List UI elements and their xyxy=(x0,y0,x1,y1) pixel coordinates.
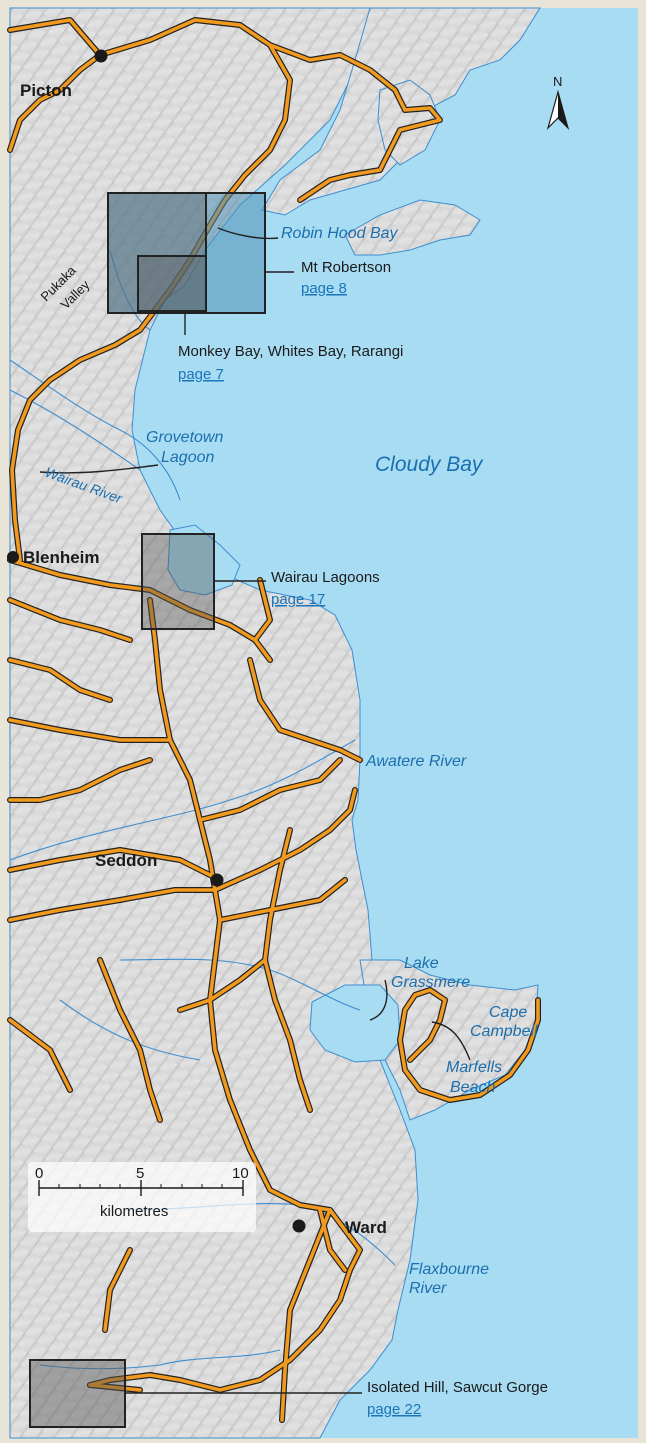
inset-box-mt-robertson[interactable] xyxy=(107,192,266,314)
scale-tick-10: 10 xyxy=(232,1165,249,1182)
inset-box-wairau-lagoons[interactable] xyxy=(141,533,215,630)
roads-inner xyxy=(8,18,540,1422)
label-marfells-1: Marfells xyxy=(446,1059,502,1076)
label-cape-2: Campbell xyxy=(470,1023,538,1040)
scale-tick-5: 5 xyxy=(136,1165,144,1182)
scale-bar: 0 5 10 kilometres xyxy=(28,1162,256,1232)
label-grovetown-1: Grovetown xyxy=(146,429,223,446)
town-label-blenheim: Blenheim xyxy=(23,548,100,567)
label-flax-1: Flaxbourne xyxy=(409,1261,489,1278)
town-dot-blenheim xyxy=(7,551,19,563)
label-marfells-2: Beach xyxy=(450,1079,495,1096)
town-label-picton: Picton xyxy=(20,81,72,100)
inset-label-wairau-lagoons: Wairau Lagoons xyxy=(271,569,380,586)
page-link-isolated-hill[interactable]: page 22 xyxy=(367,1401,421,1418)
inset-label-monkey-bay: Monkey Bay, Whites Bay, Rarangi xyxy=(178,343,403,360)
town-dot-seddon xyxy=(210,873,224,887)
scale-tick-0: 0 xyxy=(35,1165,43,1182)
town-dot-ward xyxy=(292,1219,306,1233)
land-sounds-islands xyxy=(344,199,481,256)
label-grovetown-2: Lagoon xyxy=(161,449,214,466)
north-arrow: N xyxy=(546,74,570,131)
inset-box-isolated-hill[interactable] xyxy=(29,1359,126,1428)
wairau-lagoon-water xyxy=(167,524,241,596)
label-robin-hood-bay: Robin Hood Bay xyxy=(281,225,399,242)
page-link-monkey-bay[interactable]: page 7 xyxy=(178,366,224,383)
scale-unit: kilometres xyxy=(100,1203,168,1220)
page-link-wairau-lagoons[interactable]: page 17 xyxy=(271,591,325,608)
label-cloudy-bay: Cloudy Bay xyxy=(375,453,484,476)
page-link-mt-robertson[interactable]: page 8 xyxy=(301,280,347,297)
land-cape-campbell xyxy=(359,959,539,1121)
inset-label-isolated-hill: Isolated Hill, Sawcut Gorge xyxy=(367,1379,548,1396)
label-flax-2: River xyxy=(409,1280,447,1297)
lake-grassmere xyxy=(309,984,401,1063)
inset-label-mt-robertson: Mt Robertson xyxy=(301,259,391,276)
leader-lines xyxy=(39,227,471,1394)
inset-box-monkey-bay[interactable] xyxy=(137,255,207,312)
town-label-seddon: Seddon xyxy=(95,851,157,870)
label-cape-1: Cape xyxy=(489,1004,527,1021)
north-arrow-letter: N xyxy=(553,74,562,89)
town-dot-picton xyxy=(94,49,108,63)
label-awatere-river: Awatere River xyxy=(365,753,467,770)
town-label-ward: Ward xyxy=(345,1218,387,1237)
label-lake-2: Grassmere xyxy=(391,974,470,991)
label-lake-1: Lake xyxy=(404,955,439,972)
